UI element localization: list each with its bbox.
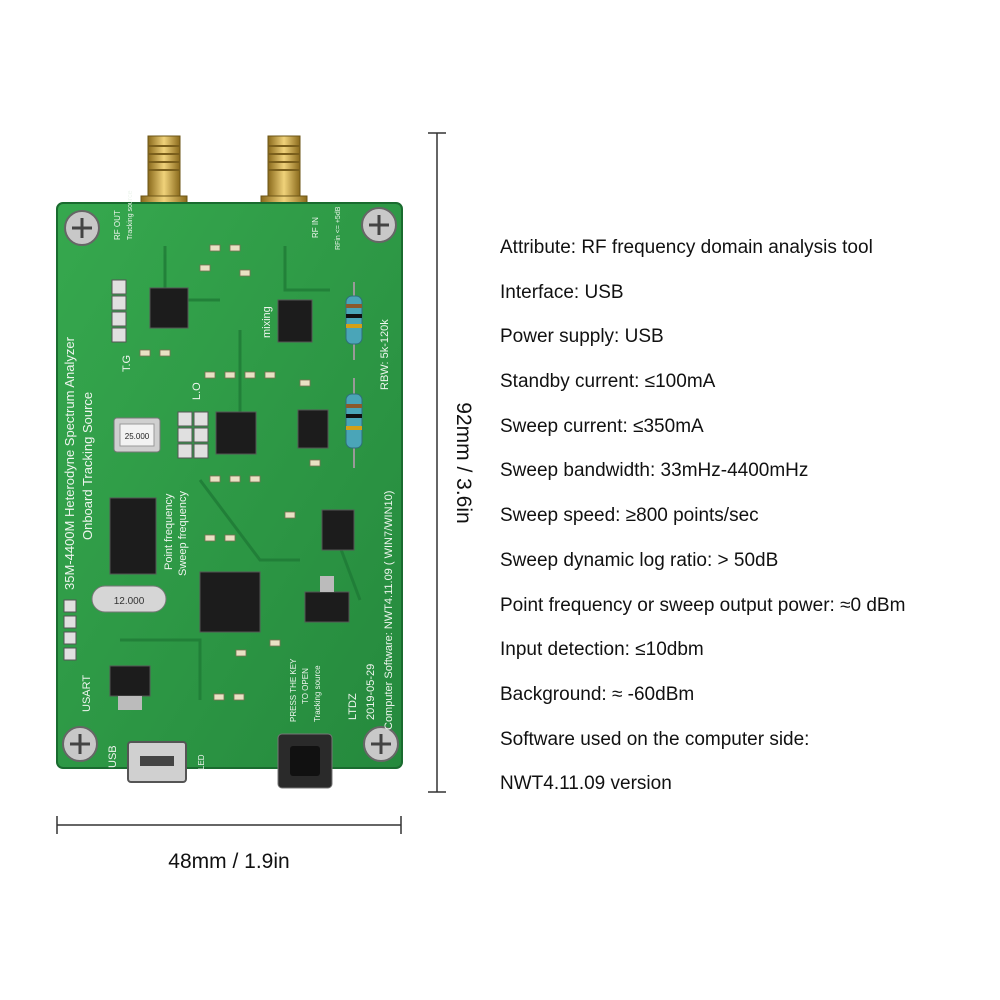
- mixing-label: mixing: [261, 306, 273, 338]
- mounting-screw: [363, 726, 399, 762]
- tracking-source-key-label: Tracking source: [313, 665, 322, 722]
- spec-item: Sweep bandwidth: 33mHz-4400mHz: [500, 460, 809, 482]
- brand-label: LTDZ: [347, 693, 359, 720]
- resistor: [345, 378, 363, 468]
- usb-port: [127, 741, 187, 783]
- press-key-label: PRESS THE KEY: [289, 658, 298, 722]
- software-label: Computer Software: NWT4.11.09 ( WIN7/WIN…: [383, 491, 395, 730]
- spec-item: Sweep current: ≤350mA: [500, 415, 704, 437]
- width-dimension-label: 48mm / 1.9in: [168, 850, 290, 873]
- spec-list: Attribute: RF frequency domain analysis …: [500, 226, 990, 807]
- spec-item: Standby current: ≤100mA: [500, 371, 716, 393]
- width-dimension-line: [56, 816, 402, 834]
- spec-item: Interface: USB: [500, 281, 624, 303]
- rbw-label: RBW: 5k-120k: [379, 319, 391, 390]
- crystal-25mhz: 25.000: [113, 417, 161, 453]
- spec-item: Point frequency or sweep output power: ≈…: [500, 594, 906, 616]
- regulator: [109, 665, 151, 697]
- height-dimension-line: [428, 132, 446, 793]
- sweep-frequency-label: Sweep frequency: [177, 491, 189, 576]
- height-dimension-label: 92mm / 3.6in: [452, 402, 475, 524]
- usart-label: USART: [81, 675, 93, 712]
- regulator: [304, 591, 350, 623]
- rf-out-label: RF OUT: [113, 210, 122, 240]
- mcu-chip: [199, 571, 261, 633]
- mounting-screw: [64, 210, 100, 246]
- spec-item: Software used on the computer side:: [500, 728, 810, 750]
- lo-label: L.O: [191, 382, 203, 400]
- spec-item: Sweep dynamic log ratio: > 50dB: [500, 549, 779, 571]
- mounting-screw: [361, 207, 397, 243]
- board-subtitle: Onboard Tracking Source: [80, 392, 95, 540]
- spec-item: Background: ≈ -60dBm: [500, 683, 695, 705]
- mounting-screw: [62, 726, 98, 762]
- to-open-label: TO OPEN: [301, 668, 310, 704]
- rf-in-note: RFin <= +5dB: [335, 206, 342, 250]
- header-pins: [63, 279, 209, 661]
- crystal-label: 25.000: [125, 432, 150, 441]
- spec-item: Power supply: USB: [500, 326, 664, 348]
- board-title: 35M-4400M Heterodyne Spectrum Analyzer: [62, 336, 77, 590]
- date-label: 2019-05-29: [365, 664, 377, 720]
- ic-chip: [321, 509, 355, 551]
- ic-chip: [277, 299, 313, 343]
- spec-item: Input detection: ≤10dbm: [500, 639, 704, 661]
- crystal-12mhz: 12.000: [91, 585, 167, 613]
- rf-in-label: RF IN: [311, 217, 320, 238]
- tracking-source-label: Tracking source: [127, 190, 134, 240]
- tg-label: T.G: [121, 355, 133, 372]
- led-label: LED: [197, 754, 206, 770]
- spec-item: Sweep speed: ≥800 points/sec: [500, 505, 759, 527]
- ic-chip: [149, 287, 189, 329]
- pcb-board: [56, 202, 403, 769]
- point-frequency-label: Point frequency: [163, 493, 175, 570]
- crystal-label: 12.000: [114, 596, 145, 607]
- tracking-source-key: [277, 733, 333, 789]
- spec-item: NWT4.11.09 version: [500, 773, 672, 795]
- spec-item: Attribute: RF frequency domain analysis …: [500, 237, 873, 258]
- ic-chip: [109, 497, 157, 575]
- ic-chip: [215, 411, 257, 455]
- usb-label: USB: [107, 745, 119, 768]
- ic-chip: [297, 409, 329, 449]
- resistor: [345, 282, 363, 360]
